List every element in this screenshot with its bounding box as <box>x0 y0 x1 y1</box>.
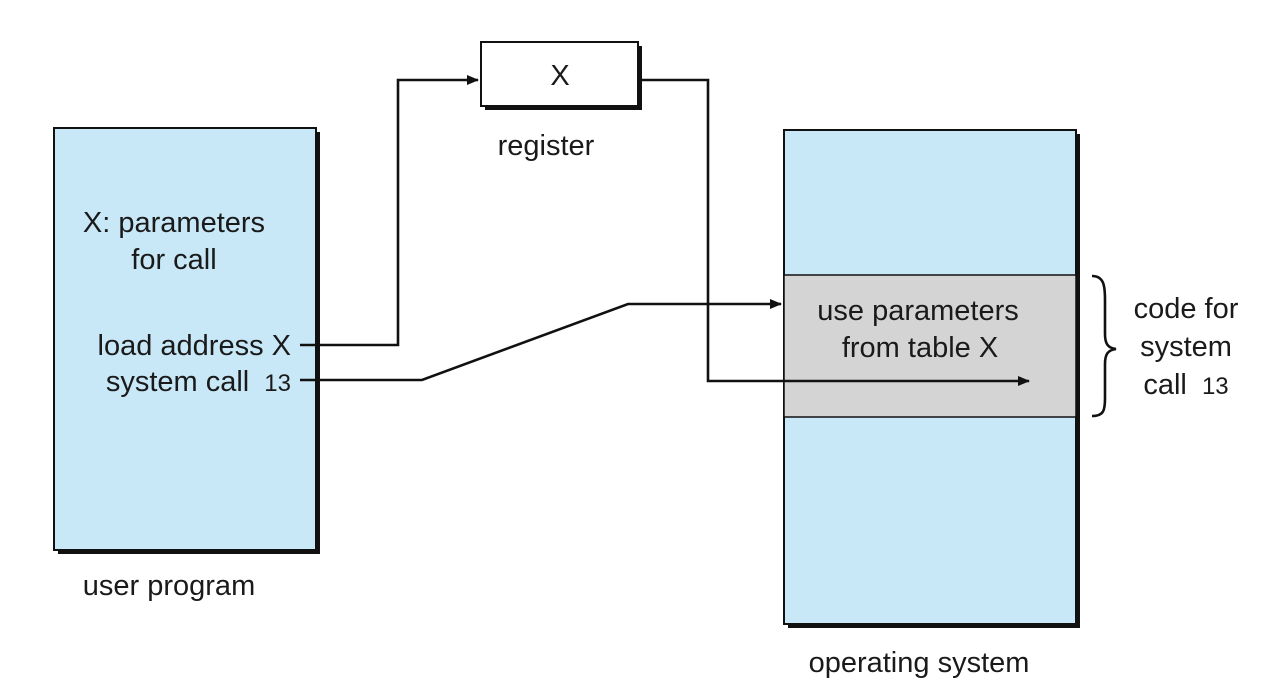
brace-call-text: call <box>1143 369 1187 401</box>
register-box <box>480 41 639 107</box>
code-line-1: use parameters <box>817 295 1019 327</box>
brace-label-line-1: code for <box>1134 293 1239 325</box>
params-line-1: X: parameters <box>83 207 265 239</box>
system-call-text: system call <box>106 366 249 398</box>
params-line-2: for call <box>131 244 216 276</box>
register-to-os-arrow <box>641 78 1030 386</box>
system-call-instruction: system call 13 <box>106 366 291 398</box>
system-call-number: 13 <box>264 370 291 397</box>
brace-call-number: 13 <box>1202 373 1229 400</box>
user-program-caption: user program <box>83 570 255 602</box>
system-call-code-block <box>783 274 1077 418</box>
user-program-memory <box>53 127 317 551</box>
curly-brace <box>1091 274 1117 418</box>
code-line-2: from table X <box>842 332 998 364</box>
register-value: X <box>550 60 569 92</box>
user-program-block: X: parameters for call load address X sy… <box>53 127 320 554</box>
brace-label-line-2: system <box>1140 331 1232 363</box>
brace-label-line-3: call 13 <box>1143 369 1228 401</box>
register-caption: register <box>498 130 595 162</box>
operating-system-caption: operating system <box>809 647 1030 679</box>
register-block: X <box>480 41 642 110</box>
system-call-arrow <box>300 299 782 382</box>
load-address-instruction: load address X <box>98 330 291 362</box>
load-address-arrow <box>300 75 479 347</box>
operating-system-block: use parameters from table X <box>783 129 1080 628</box>
